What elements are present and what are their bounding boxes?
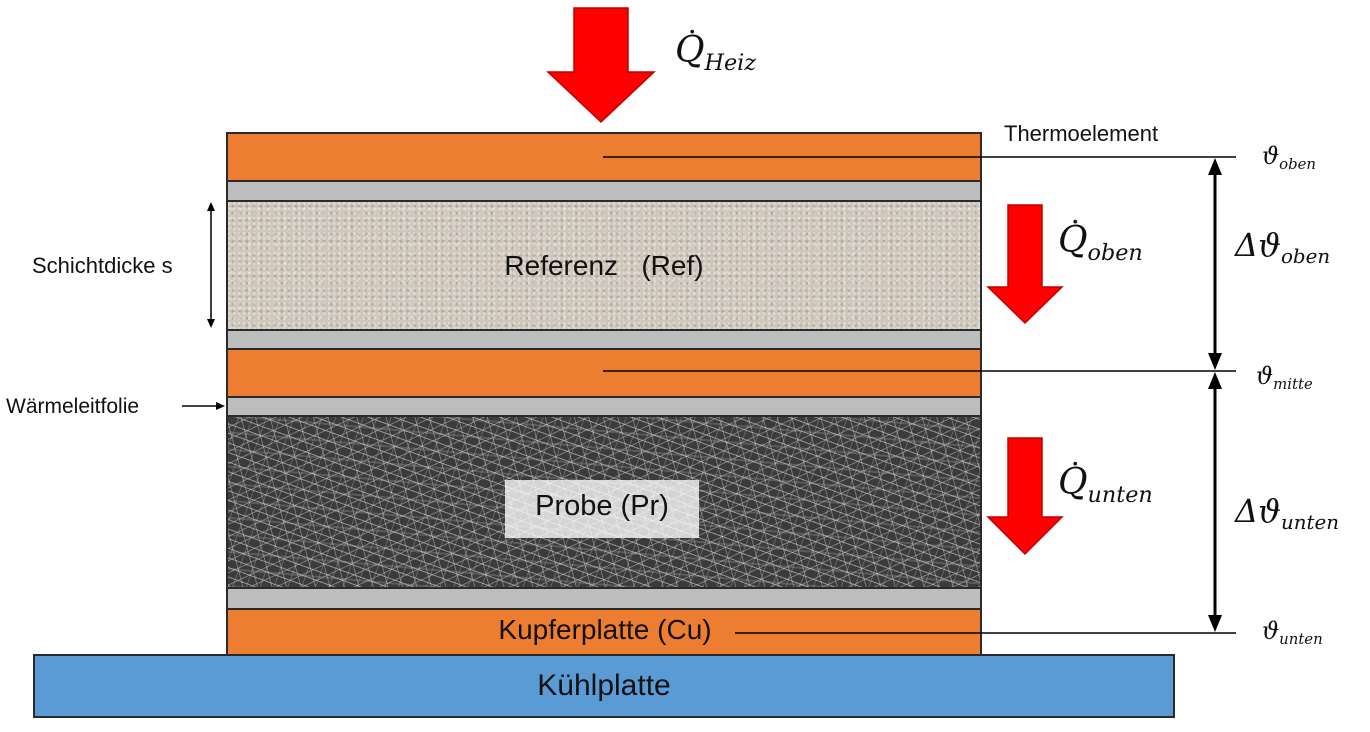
q-unten-symbol: ˙Qunten [1058, 457, 1153, 508]
heat-arrow-heiz [546, 7, 656, 124]
heat-arrow-unten [986, 437, 1064, 556]
delta-theta-unten-symbol: Δϑunten [1235, 492, 1339, 534]
kuehlplatte-label: Kühlplatte [537, 669, 671, 702]
theta-mitte-symbol: ϑmitte [1256, 362, 1313, 394]
kupferplatte-label: Kupferplatte (Cu) [498, 614, 712, 645]
q-oben-symbol: ˙Qoben [1058, 215, 1143, 266]
q-heiz-symbol: ˙QHeiz [675, 25, 757, 76]
probe-label-box [505, 480, 699, 538]
cooling-plate [33, 654, 1175, 718]
thermoelement-label: Thermoelement [1004, 121, 1159, 146]
theta-unten-symbol: ϑunten [1262, 617, 1323, 649]
theta-oben-symbol: ϑoben [1262, 142, 1317, 174]
delta-theta-oben-symbol: Δϑoben [1235, 226, 1331, 268]
heat-arrow-oben [986, 204, 1064, 325]
waermeleitfolie-label: Wärmeleitfolie [6, 395, 140, 418]
referenz-label: Referenz (Ref) [504, 250, 704, 281]
reference-layer [226, 200, 982, 331]
probe-label: Probe (Pr) [535, 490, 669, 522]
schichtdicke-label: Schichtdicke s [32, 253, 173, 278]
